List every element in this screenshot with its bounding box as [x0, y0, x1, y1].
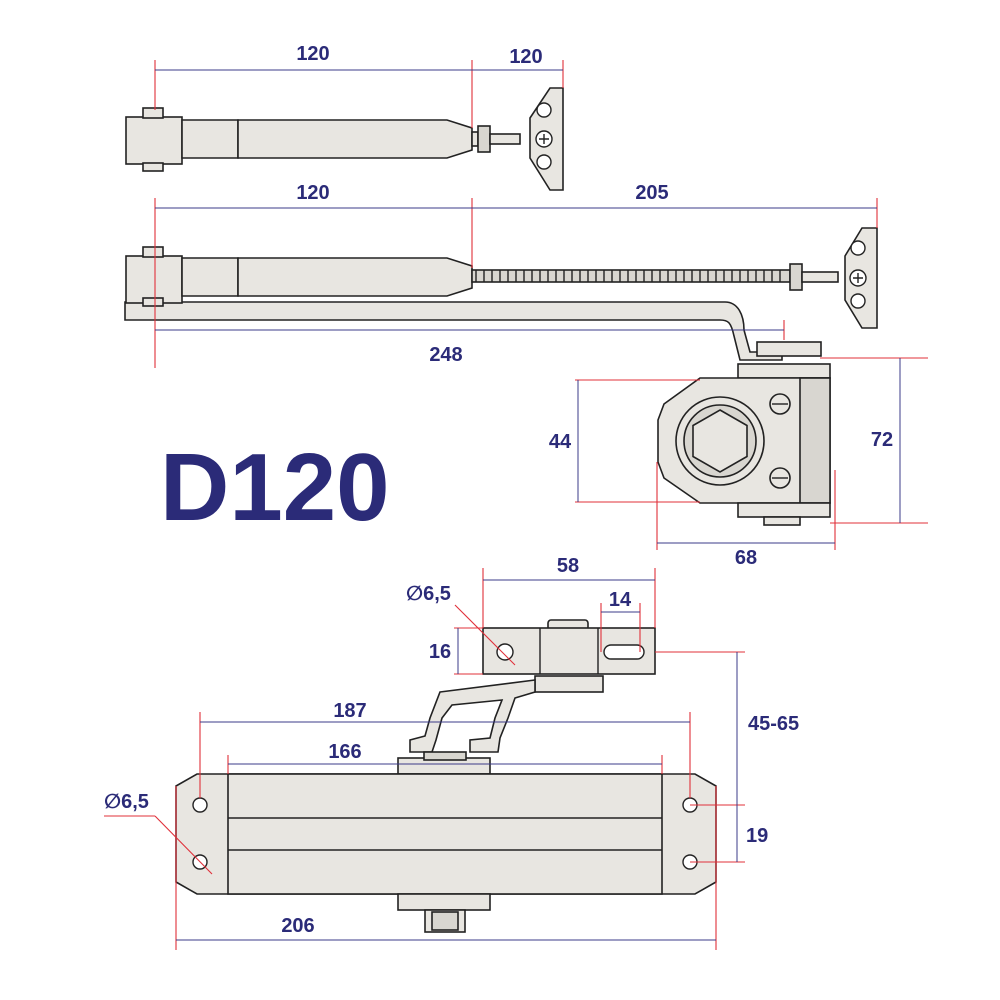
bracket-slot-hole: [603, 644, 645, 660]
middle-bracket-hole-1: [850, 240, 866, 256]
side-view: 44 72 68: [549, 341, 928, 569]
body-length-label: 166: [328, 741, 361, 763]
middle-arm-assembly: 120 205 248: [124, 182, 878, 368]
bracket-view: 58 14 16 ∅6,5: [406, 555, 656, 753]
side-bottom-rail: [737, 502, 831, 518]
top-arm-length-label: 120: [296, 43, 329, 65]
middle-rod-threads: [475, 270, 781, 282]
body-top-pivot-cap: [423, 751, 467, 761]
middle-total-length-label: 248: [429, 344, 462, 366]
middle-arm-hub-foot: [142, 297, 164, 307]
side-right-block: [799, 377, 831, 504]
bracket-width-label: 58: [557, 555, 579, 577]
side-width-label: 68: [735, 547, 757, 569]
closer-body-cylinder: [227, 773, 663, 895]
middle-bracket-hole-2: [850, 293, 866, 309]
body-hole-vertical-spacing-label: 19: [746, 825, 768, 847]
bracket-arm-plate: [534, 675, 604, 693]
side-top-plate: [756, 341, 822, 357]
bracket-round-hole: [496, 643, 514, 661]
bracket-hole-leader: [454, 604, 516, 666]
middle-rod-nut: [789, 263, 803, 291]
top-bracket-hole-1: [536, 102, 552, 118]
top-arm-section-2: [237, 119, 473, 159]
middle-arm-section-1: [181, 257, 239, 297]
middle-threaded-rod: [471, 269, 791, 283]
side-total-height-label: 72: [871, 429, 893, 451]
top-arm-hub-cap: [142, 107, 164, 119]
body-hole-spacing-label: 187: [333, 700, 366, 722]
top-arm-extension-label: 120: [509, 46, 542, 68]
middle-bracket-screw-cross: [853, 273, 863, 283]
top-arm-section-1: [181, 119, 239, 159]
top-bracket-hole-2: [536, 154, 552, 170]
side-hex-shaft: [692, 409, 748, 473]
side-bottom-foot: [763, 516, 801, 526]
top-arm-nut-1: [471, 131, 479, 147]
body-hole-leader-2: [154, 815, 213, 875]
top-arm-rod: [489, 133, 521, 145]
middle-arm-section-2: [237, 257, 473, 297]
top-arm-assembly: 120 120: [125, 43, 564, 191]
bracket-hole-diameter-label: ∅6,5: [406, 583, 451, 605]
body-hole-diameter-label: ∅6,5: [104, 791, 149, 813]
middle-base-plate: [124, 301, 783, 361]
middle-arm-hub-cap: [142, 246, 164, 258]
bracket-height-label: 16: [429, 641, 451, 663]
middle-arm-length-label: 120: [296, 182, 329, 204]
body-bottom-shaft-inner: [431, 911, 459, 931]
bracket-bent-arm: [409, 679, 536, 753]
model-title: D120: [160, 434, 390, 541]
middle-rod-length-label: 205: [635, 182, 668, 204]
body-vertical-offset-label: 45-65: [748, 713, 799, 735]
top-arm-hub-foot: [142, 162, 164, 172]
middle-rod-tip: [801, 271, 839, 283]
body-hole-top-left: [192, 797, 208, 813]
middle-arm-hub: [125, 255, 183, 304]
top-arm-nut-2: [477, 125, 491, 153]
bracket-slot-label: 14: [609, 589, 632, 611]
body-total-length-label: 206: [281, 915, 314, 937]
body-view: 187 166 206 ∅6,5 45-65 19: [104, 651, 799, 950]
side-top-rail: [737, 363, 831, 379]
top-bracket-screw-cross: [539, 134, 549, 144]
body-bottom-pivot: [397, 893, 491, 911]
top-arm-hub: [125, 116, 183, 165]
side-inner-height-label: 44: [549, 431, 572, 453]
